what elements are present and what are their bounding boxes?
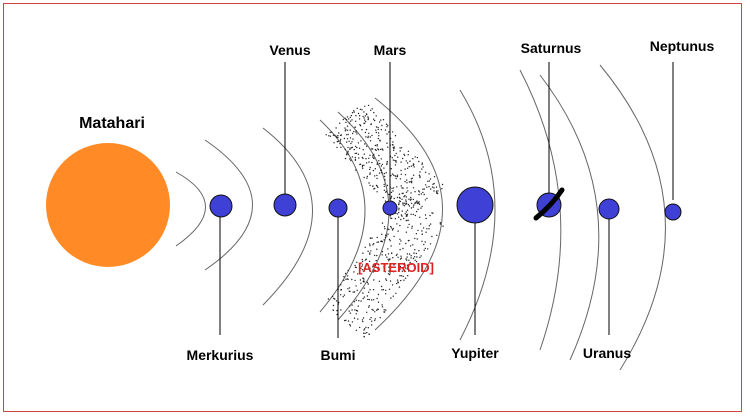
label-neptune: Neptunus [649, 38, 715, 54]
asteroid-belt-inner [337, 111, 390, 321]
label-asteroid: [ASTEROID] [358, 260, 434, 275]
label-mercury: Merkurius [186, 347, 254, 363]
label-jupiter: Yupiter [451, 345, 499, 361]
saturn-ring [533, 187, 565, 221]
label-uranus: Uranus [582, 345, 632, 361]
planet-neptune [664, 203, 682, 221]
label-mars: Mars [373, 42, 407, 58]
orbit-mercury [175, 171, 206, 247]
label-saturn: Saturnus [520, 40, 582, 56]
planet-uranus [598, 198, 620, 220]
planet-mercury [209, 194, 233, 218]
planet-venus [273, 193, 297, 217]
sun [46, 143, 170, 267]
orbit-earth [262, 127, 313, 306]
planet-jupiter [456, 186, 494, 224]
orbit-jupiter [459, 89, 496, 341]
planet-earth [328, 198, 348, 218]
orbit-venus [204, 139, 253, 271]
label-venus: Venus [269, 42, 311, 58]
planet-mars [382, 200, 398, 216]
asteroid-belt-outer [374, 97, 443, 331]
label-sun: Matahari [79, 115, 145, 132]
orbit-mars [319, 119, 366, 313]
asteroid-belt [325, 104, 444, 338]
orbit-uranus [539, 74, 600, 361]
label-earth: Bumi [320, 347, 356, 363]
